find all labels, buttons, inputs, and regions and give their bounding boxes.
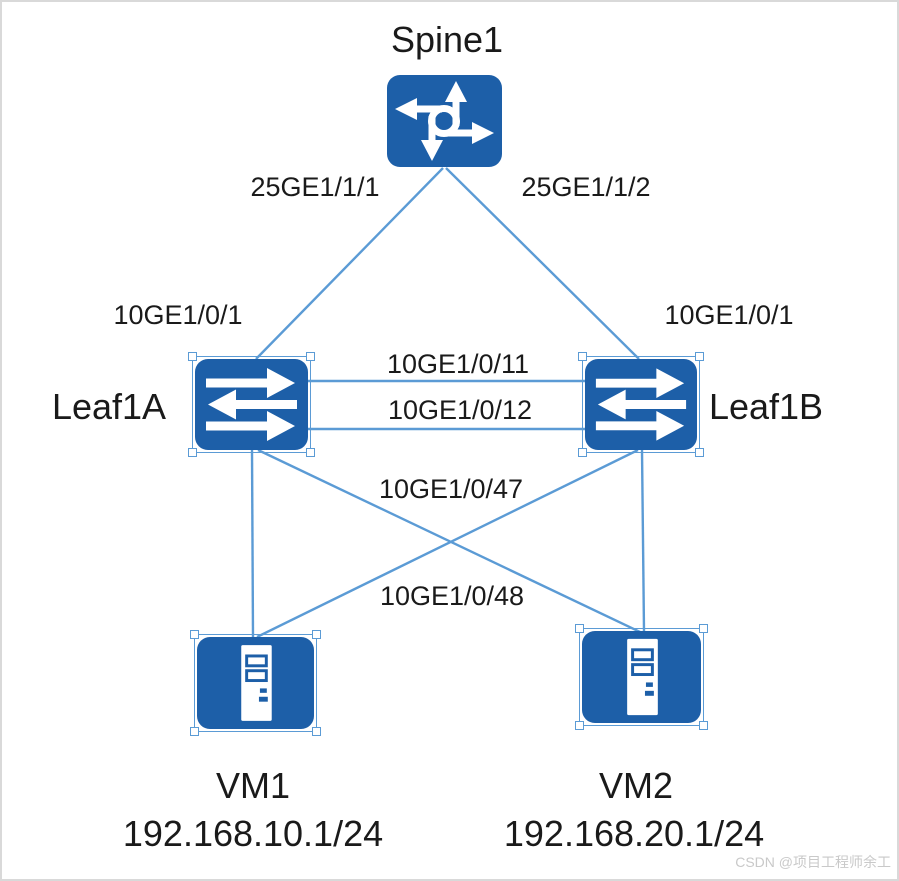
server-icon-glyph [241,645,272,721]
selection-outline [582,356,700,453]
leaf1b-label: Leaf1B [708,386,824,427]
server-icon [582,631,701,723]
port-label-10ge1011: 10GE1/0/11 [386,349,530,379]
vm2-ip-label: 192.168.20.1/24 [503,813,765,854]
selection-handle [695,448,704,457]
link-leaf1b-to-vm1 [256,448,639,639]
port-label-10ge101-left: 10GE1/0/1 [113,300,243,330]
selection-handle [190,630,199,639]
port-label-10ge1047: 10GE1/0/47 [378,474,524,504]
switch-icon-glyph [206,368,297,441]
csdn-watermark: CSDN @项目工程师余工 [735,854,891,870]
selection-handle [190,727,199,736]
port-label-10ge1012: 10GE1/0/12 [387,395,533,425]
link-spine-to-leaf1a [255,167,444,360]
router-icon [387,75,502,167]
selection-handle [575,624,584,633]
selection-handle [306,448,315,457]
switch-icon-glyph [595,368,687,441]
selection-outline [194,634,317,732]
selection-handle [188,352,197,361]
link-leaf1a-to-vm1 [250,449,255,638]
selection-handle [306,352,315,361]
spine1-label: Spine1 [390,19,504,60]
selection-outline [192,356,311,453]
server-icon-glyph [627,638,658,716]
vm1-ip-label: 192.168.10.1/24 [122,813,384,854]
selection-handle [575,721,584,730]
selection-handle [188,448,197,457]
link-leaf1a-to-vm2 [257,448,641,634]
selection-handle [695,352,704,361]
leaf1a-label: Leaf1A [51,386,167,427]
node-leaf1b [578,352,704,457]
selection-handle [699,624,708,633]
switch-icon [195,359,308,450]
port-label-25ge112: 25GE1/1/2 [521,172,651,202]
vm2-label: VM2 [598,765,674,806]
node-vm1 [190,630,321,736]
port-label-10ge1048: 10GE1/0/48 [379,581,525,611]
port-label-25ge111: 25GE1/1/1 [250,172,380,202]
vm1-label: VM1 [215,765,291,806]
selection-handle [578,352,587,361]
node-spine1 [387,75,502,167]
selection-handle [578,448,587,457]
server-icon [197,637,314,729]
node-vm2 [575,624,708,730]
link-spine-to-leaf1b [445,167,640,360]
node-leaf1a [188,352,315,457]
selection-handle [312,727,321,736]
selection-outline [579,628,704,726]
port-label-10ge101-right: 10GE1/0/1 [664,300,794,330]
link-leaf1b-to-vm2 [640,449,646,632]
switch-icon [585,359,697,450]
selection-handle [699,721,708,730]
selection-handle [312,630,321,639]
router-icon-glyph [395,81,494,161]
